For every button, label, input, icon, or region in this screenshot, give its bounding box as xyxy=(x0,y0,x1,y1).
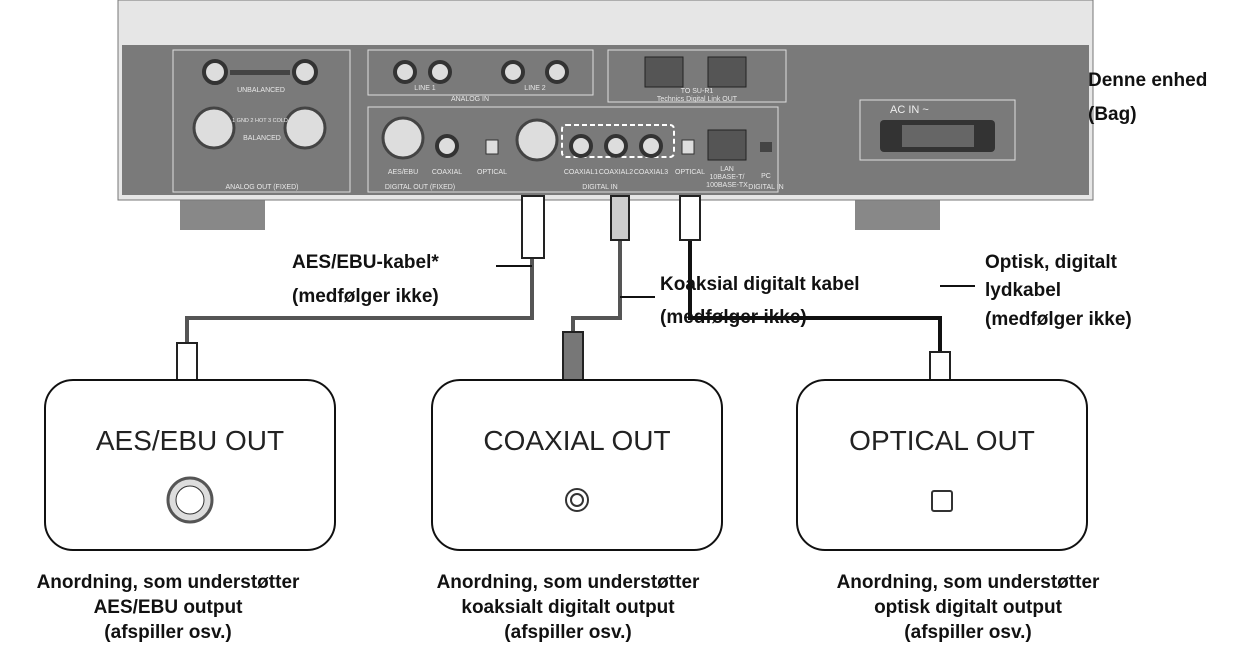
unbalanced-l-jack xyxy=(292,59,318,85)
optical-cable-label-2: lydkabel xyxy=(985,280,1061,301)
ac-in-label: AC IN ~ xyxy=(890,104,929,116)
aes-ebu-device: AES/EBU OUT xyxy=(44,379,336,551)
pc-label: PC xyxy=(761,173,771,180)
optical-caption-2: optisk digitalt output xyxy=(874,597,1063,618)
xlr-out-r xyxy=(192,106,236,150)
lan-spec-1: 10BASE-T/ xyxy=(709,174,744,181)
digital-in-label: DIGITAL IN xyxy=(748,184,783,191)
to-su-r1-label: TO SU-R1 xyxy=(681,88,714,95)
lan-label: LAN xyxy=(720,166,734,173)
right-foot xyxy=(855,195,940,230)
coax-cable-label: Koaksial digitalt kabel xyxy=(660,274,860,295)
optical-cable-label: Optisk, digitalt xyxy=(985,252,1118,273)
optical-caption: Anordning, som understøtter xyxy=(837,572,1100,593)
coax-caption: Anordning, som understøtter xyxy=(437,572,700,593)
link-out-label: Technics Digital Link OUT xyxy=(657,96,738,103)
coaxial1-label: COAXIAL1 xyxy=(564,169,598,176)
coaxial1-jack xyxy=(569,134,593,158)
coaxial-out-label: COAXIAL xyxy=(432,169,462,176)
coaxial-cable xyxy=(562,195,630,410)
xlr-out-l xyxy=(283,106,327,150)
aes-caption: Anordning, som understøtter xyxy=(37,572,300,593)
aes-ebu-out-jack xyxy=(381,116,425,160)
aes-ebu-out-title: AES/EBU OUT xyxy=(96,425,284,456)
lan-port xyxy=(707,129,747,161)
coaxial-out-title: COAXIAL OUT xyxy=(483,425,670,456)
optical-in-label: OPTICAL xyxy=(675,169,705,176)
coaxial-out-jack xyxy=(435,134,459,158)
digital-out-label: DIGITAL OUT (FIXED) xyxy=(385,184,455,191)
analog-out-group xyxy=(172,49,351,193)
optical-in-jack xyxy=(681,139,695,155)
aes-cable-note: (medfølger ikke) xyxy=(292,286,439,307)
line1-label: LINE 1 xyxy=(414,85,436,92)
aes-cable-label: AES/EBU-kabel* xyxy=(292,252,439,273)
aes-caption-3: (afspiller osv.) xyxy=(104,622,231,643)
coax-caption-3: (afspiller osv.) xyxy=(504,622,631,643)
digital-in-group-label: DIGITAL IN xyxy=(582,184,617,191)
aes-caption-2: AES/EBU output xyxy=(94,597,243,618)
coax-caption-2: koaksialt digitalt output xyxy=(461,597,675,618)
balanced-label: BALANCED xyxy=(243,135,281,142)
device-rear: UNBALANCED 1 GND 2 HOT 3 COLD BALANCED A… xyxy=(117,0,1094,230)
coaxial2-label: COAXIAL2 xyxy=(599,169,633,176)
unbalanced-label: UNBALANCED xyxy=(237,87,285,94)
lan-spec-2: 100BASE-TX xyxy=(706,182,748,189)
coaxial3-label: COAXIAL3 xyxy=(634,169,668,176)
aes-ebu-out-label: AES/EBU xyxy=(388,169,418,176)
device-label-side: (Bag) xyxy=(1088,104,1137,125)
link-out-r-port xyxy=(644,56,684,88)
link-out-l-port xyxy=(707,56,747,88)
unbalanced-r-jack xyxy=(202,59,228,85)
toslink-jack-icon xyxy=(931,490,953,512)
analog-in-group xyxy=(367,49,594,96)
aes-ebu-cable xyxy=(176,195,545,382)
device-label: Denne enhed xyxy=(1088,70,1207,91)
coax-cable-note: (medfølger ikke) xyxy=(660,307,807,328)
optical-out-jack xyxy=(485,139,499,155)
pin-legend: 1 GND 2 HOT 3 COLD xyxy=(232,118,288,124)
optical-caption-3: (afspiller osv.) xyxy=(904,622,1031,643)
coaxial-device: COAXIAL OUT xyxy=(431,379,723,551)
optical-out-title: OPTICAL OUT xyxy=(849,425,1035,456)
optical-cable-note: (medfølger ikke) xyxy=(985,309,1132,330)
analog-in-label: ANALOG IN xyxy=(451,96,489,103)
coaxial3-jack xyxy=(639,134,663,158)
optical-device: OPTICAL OUT xyxy=(796,379,1088,551)
line2-label: LINE 2 xyxy=(524,85,546,92)
left-foot xyxy=(180,195,265,230)
usb-pc-port xyxy=(760,142,772,152)
coaxial2-jack xyxy=(604,134,628,158)
optical-out-label: OPTICAL xyxy=(477,169,507,176)
aes-ebu-in-jack xyxy=(515,118,559,162)
analog-out-label: ANALOG OUT (FIXED) xyxy=(226,184,299,191)
